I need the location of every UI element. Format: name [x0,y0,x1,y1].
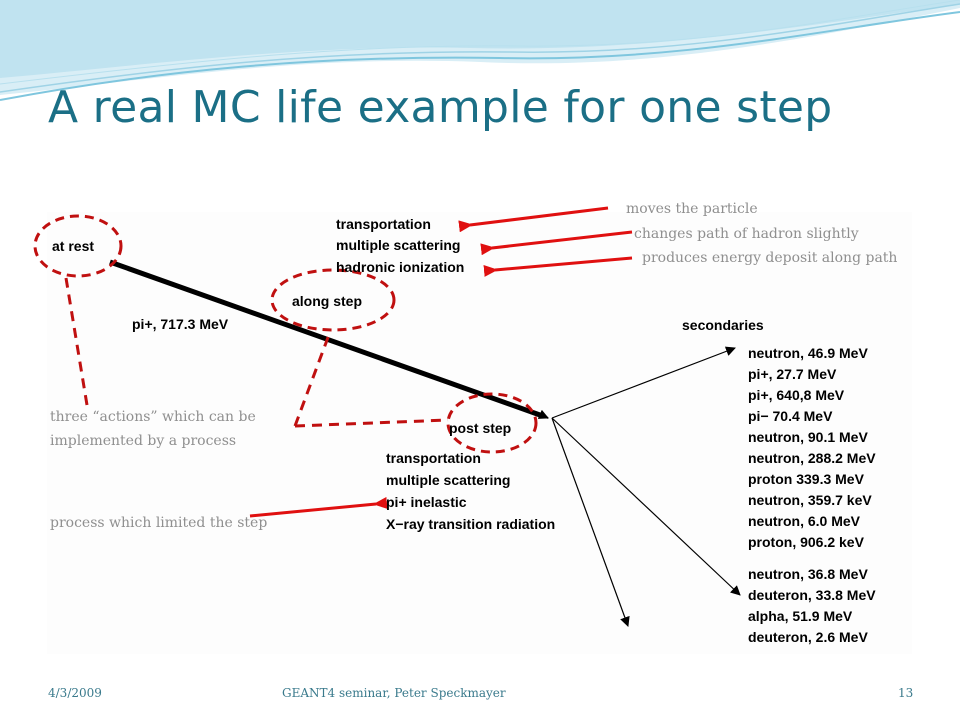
at-rest-label: at rest [52,238,94,254]
secondary-item: neutron, 90.1 MeV [748,429,868,445]
secondary-track-down-right [551,417,741,596]
along-step-ellipse [270,268,396,332]
footer-center: GEANT4 seminar, Peter Speckmayer [282,686,506,700]
along-process-1: transportation [336,216,431,232]
post-step-label: post step [449,420,511,436]
post-process-1: transportation [386,450,481,466]
slide-title: A real MC life example for one step [48,82,833,133]
footer-date: 4/3/2009 [48,686,102,700]
secondary-item: alpha, 51.9 MeV [748,608,853,624]
secondary-item: deuteron, 2.6 MeV [748,629,868,645]
at-rest-ellipse [33,214,123,278]
along-process-2: multiple scattering [336,237,460,253]
annotation-arrow-produces [483,256,633,277]
post-process-3: pi+ inelastic [386,494,467,510]
secondary-item: proton, 906.2 keV [748,534,865,550]
figure-background [47,212,912,654]
secondaries-title: secondaries [682,317,764,333]
post-process-2: multiple scattering [386,472,510,488]
note-produces: produces energy deposit along path [642,250,897,266]
secondary-track-up [551,346,736,419]
secondary-track-down [551,417,630,627]
along-step-label: along step [292,293,362,309]
along-process-3: hadronic ionization [336,259,464,275]
post-process-4: X−ray transition radiation [386,516,555,532]
annotation-arrow-limited [249,496,388,518]
particle-label: pi+, 717.3 MeV [132,316,229,332]
secondary-item: pi+, 640,8 MeV [748,387,845,403]
secondary-item: neutron, 359.7 keV [748,492,872,508]
note-three-actions-line1: three “actions” which can be [50,409,256,425]
secondary-item: neutron, 46.9 MeV [748,345,868,361]
secondaries-list: neutron, 46.9 MeV pi+, 27.7 MeV pi+, 640… [748,345,876,645]
primary-track-tip [529,409,549,419]
secondary-item: neutron, 36.8 MeV [748,566,868,582]
primary-track [109,259,541,418]
annotation-arrow-moves [458,206,609,233]
three-actions-connector-post-step [294,418,449,428]
annotation-arrow-changes [480,230,633,256]
three-actions-connector-along-step [293,331,332,427]
secondary-item: neutron, 6.0 MeV [748,513,861,529]
note-limited: process which limited the step [50,515,267,531]
secondary-item: pi− 70.4 MeV [748,408,833,424]
secondary-item: deuteron, 33.8 MeV [748,587,876,603]
note-moves: moves the particle [626,201,758,217]
secondary-item: proton 339.3 MeV [748,471,865,487]
note-changes: changes path of hadron slightly [634,226,859,242]
three-actions-connector-at-rest [64,277,89,406]
secondary-item: pi+, 27.7 MeV [748,366,837,382]
post-step-ellipse [446,392,538,454]
header-waves-decoration [0,0,960,101]
note-three-actions-line2: implemented by a process [50,433,236,449]
secondary-item: neutron, 288.2 MeV [748,450,876,466]
footer-page-number: 13 [898,686,914,700]
